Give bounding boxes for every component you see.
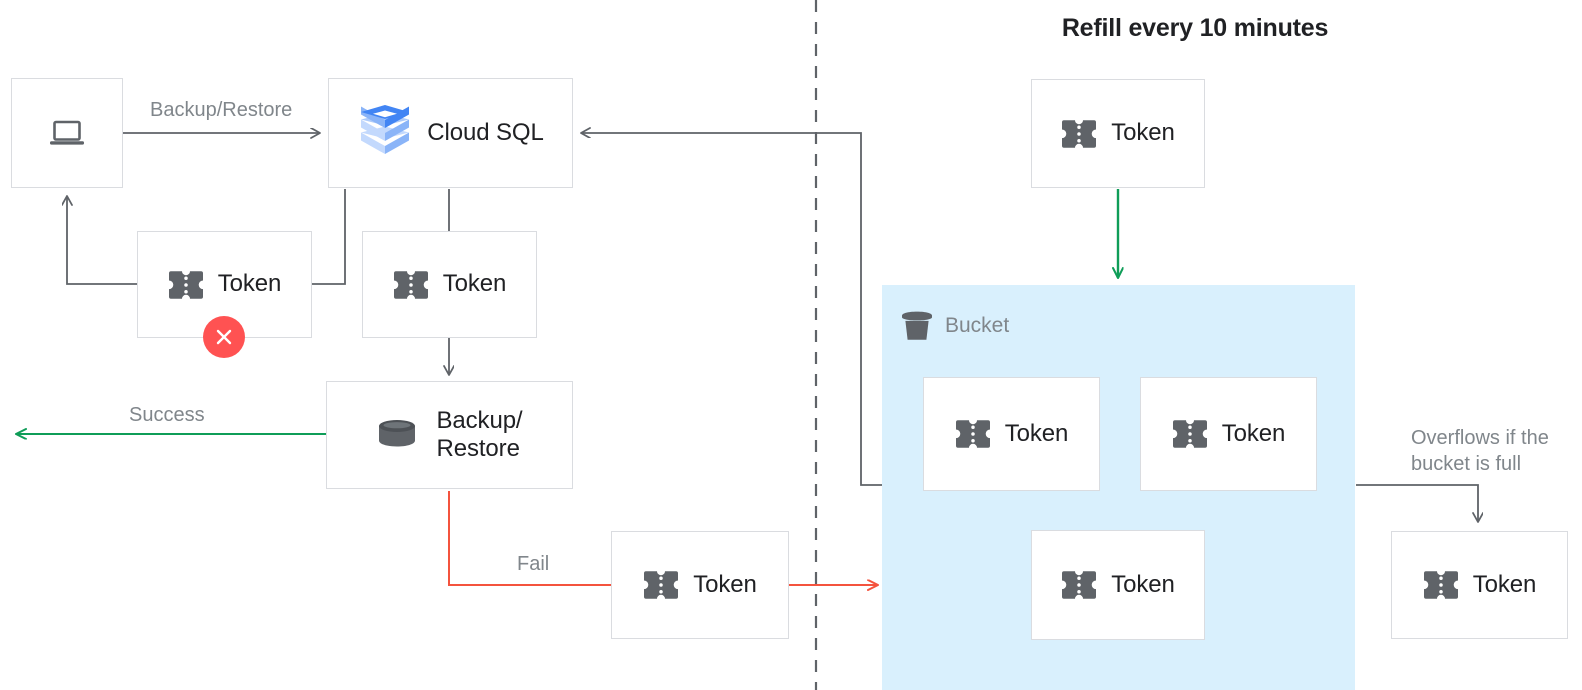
token-icon [1423, 570, 1459, 600]
node-cloud-sql-label: Cloud SQL [427, 118, 544, 146]
edge-label-overflow: Overflows if the bucket is full [1411, 427, 1549, 476]
node-token-bucket-1-label: Token [1004, 419, 1069, 447]
bucket-header: Bucket [900, 311, 1009, 341]
node-token-fail[interactable]: Token [611, 531, 789, 639]
status-badge-error [203, 316, 245, 358]
database-icon [376, 418, 418, 452]
node-backup-restore-label: Backup/ Restore [436, 406, 523, 462]
node-token-bucket-2-label: Token [1221, 419, 1286, 447]
node-client[interactable] [11, 78, 123, 188]
laptop-icon [49, 118, 85, 148]
token-icon [643, 570, 679, 600]
token-icon [168, 270, 204, 300]
token-icon [1061, 570, 1097, 600]
node-token-overflow[interactable]: Token [1391, 531, 1568, 639]
page-title: Refill every 10 minutes [1061, 14, 1329, 42]
node-token-overflow-label: Token [1472, 570, 1537, 598]
bucket-icon [900, 311, 934, 341]
edge-overflow [1356, 484, 1478, 522]
node-token-bucket-3[interactable]: Token [1031, 530, 1205, 640]
token-icon [393, 270, 429, 300]
node-backup-restore[interactable]: Backup/ Restore [326, 381, 573, 489]
token-icon [1061, 119, 1097, 149]
node-token-refill[interactable]: Token [1031, 79, 1205, 188]
edge-label-fail: Fail [517, 553, 550, 575]
node-token-rejected-label: Token [217, 270, 282, 298]
node-token-bucket-3-label: Token [1111, 570, 1175, 598]
token-icon [955, 419, 991, 449]
edge-label-success: Success [129, 404, 205, 426]
edge-label-backup-restore: Backup/Restore [150, 99, 293, 121]
node-token-accepted[interactable]: Token [362, 231, 537, 338]
node-token-fail-label: Token [693, 570, 757, 598]
node-token-bucket-1[interactable]: Token [923, 377, 1100, 491]
token-icon [1172, 419, 1208, 449]
close-icon [216, 329, 232, 345]
edge-bucket-to-cloudsql [581, 133, 882, 486]
bucket-label: Bucket [945, 314, 1010, 337]
node-cloud-sql[interactable]: Cloud SQL [328, 78, 573, 188]
cloud-sql-logo [357, 102, 413, 164]
node-token-accepted-label: Token [442, 270, 507, 298]
node-token-bucket-2[interactable]: Token [1140, 377, 1317, 491]
node-token-refill-label: Token [1111, 119, 1175, 147]
